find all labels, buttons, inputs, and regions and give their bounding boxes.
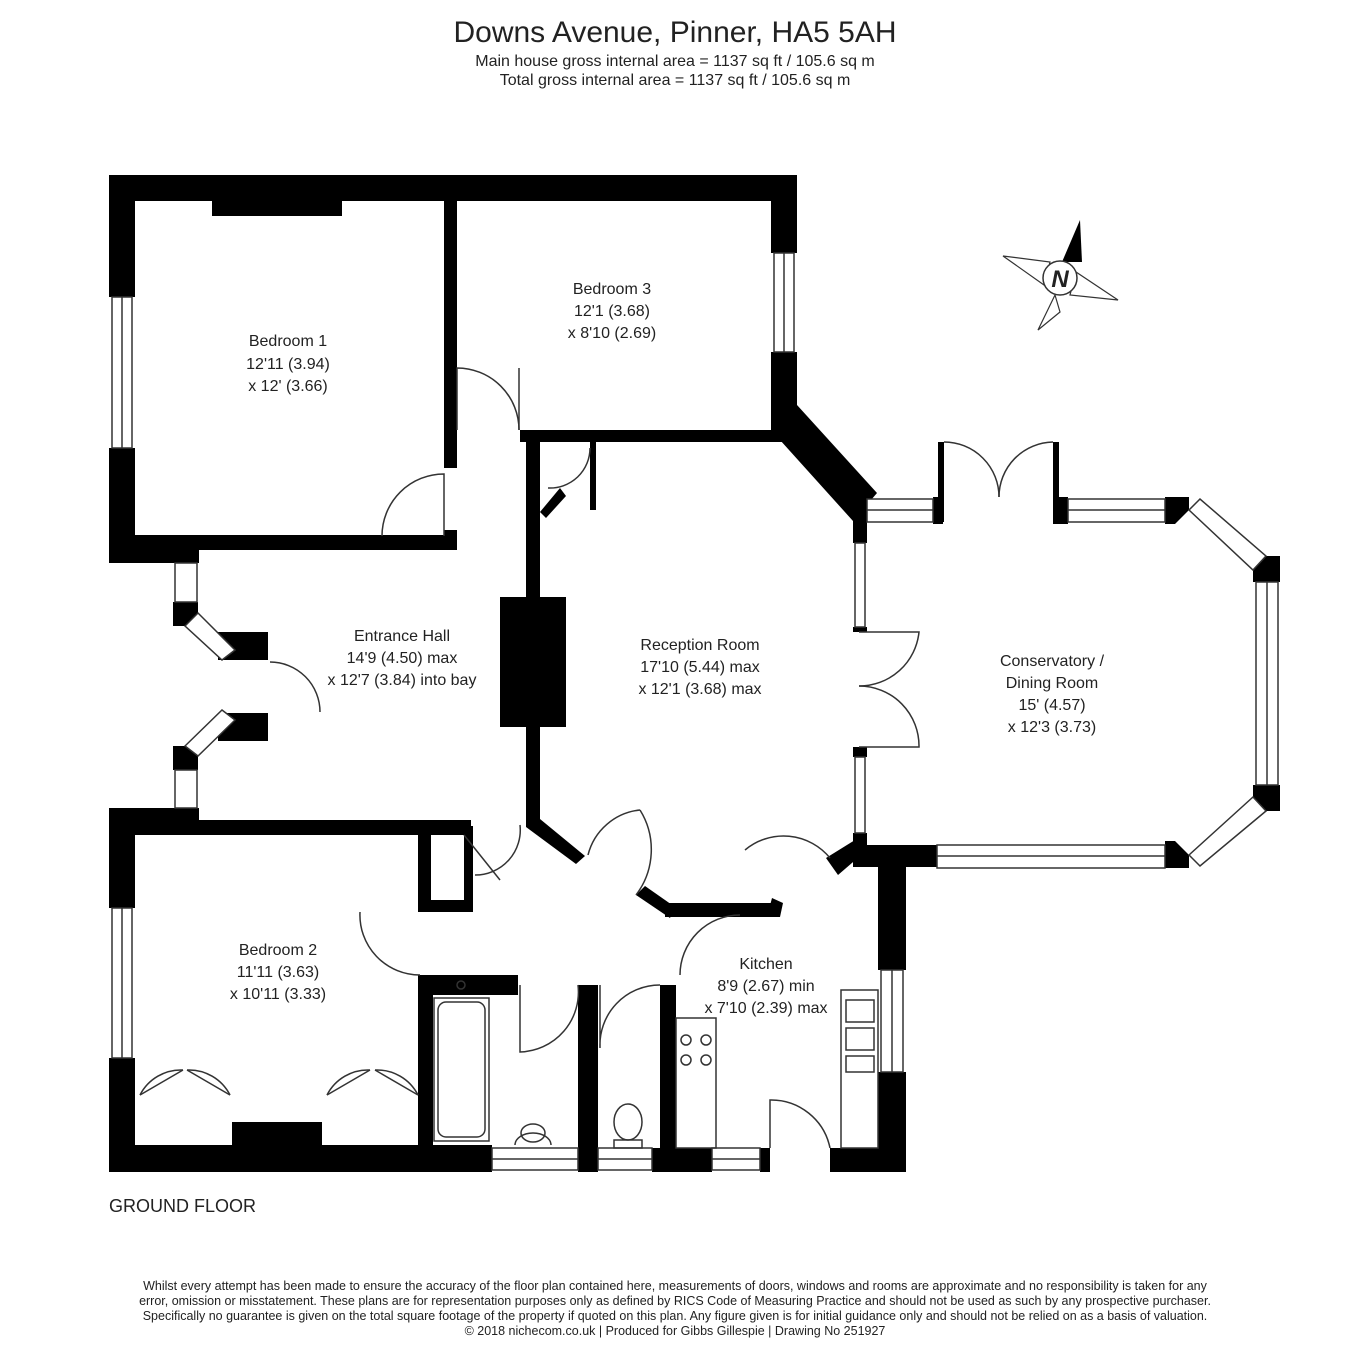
compass-label: N bbox=[1051, 266, 1069, 293]
compass-south-point bbox=[1037, 293, 1061, 331]
disclaimer-footer: Whilst every attempt has been made to en… bbox=[0, 1279, 1350, 1339]
disclaimer-line-1: Whilst every attempt has been made to en… bbox=[143, 1279, 1207, 1293]
plan-header: Downs Avenue, Pinner, HA5 5AH Main house… bbox=[0, 14, 1350, 90]
bedroom1-label: Bedroom 1 12'11 (3.94) x 12' (3.66) bbox=[246, 333, 330, 395]
reception-name: Reception Room bbox=[640, 637, 759, 654]
basin bbox=[514, 1132, 552, 1146]
walls bbox=[109, 175, 1280, 1172]
fixtures bbox=[433, 980, 879, 1149]
bath-tap bbox=[456, 980, 466, 990]
conservatory-label: Conservatory / Dining Room 15' (4.57) x … bbox=[1000, 653, 1105, 736]
bedroom3-dim2: x 8'10 (2.69) bbox=[568, 325, 656, 342]
reception-dim2: x 12'1 (3.68) max bbox=[638, 681, 761, 698]
kitchen-label: Kitchen 8'9 (2.67) min x 7'10 (2.39) max bbox=[704, 956, 827, 1017]
sink-unit bbox=[840, 989, 879, 1149]
hob-burner bbox=[680, 1034, 692, 1046]
disclaimer-line-2: error, omission or misstatement. These p… bbox=[139, 1294, 1211, 1308]
reception-label: Reception Room 17'10 (5.44) max x 12'1 (… bbox=[638, 637, 761, 698]
bedroom1-dim2: x 12' (3.66) bbox=[248, 378, 328, 395]
plan-title: Downs Avenue, Pinner, HA5 5AH bbox=[453, 16, 897, 49]
bedroom2-name: Bedroom 2 bbox=[239, 942, 317, 959]
entrance-hall-dim2: x 12'7 (3.84) into bay bbox=[328, 672, 477, 689]
kitchen-dim2: x 7'10 (2.39) max bbox=[704, 1000, 827, 1017]
bedroom1-name: Bedroom 1 bbox=[249, 333, 327, 350]
windows bbox=[111, 252, 1279, 1171]
conservatory-name2: Dining Room bbox=[1006, 675, 1098, 692]
bedroom1-dim1: 12'11 (3.94) bbox=[246, 356, 330, 373]
compass-ring bbox=[1042, 260, 1078, 296]
room-labels: Bedroom 1 12'11 (3.94) x 12' (3.66) Bedr… bbox=[230, 281, 1105, 1017]
conservatory-dim2: x 12'3 (3.73) bbox=[1008, 719, 1096, 736]
bedroom2-dim1: 11'11 (3.63) bbox=[237, 964, 320, 981]
disclaimer-line-3: Specifically no guarantee is given on th… bbox=[142, 1309, 1208, 1323]
conservatory-name1: Conservatory / bbox=[1000, 653, 1105, 670]
bedroom3-name: Bedroom 3 bbox=[573, 281, 651, 298]
entrance-hall-name: Entrance Hall bbox=[354, 628, 450, 645]
bedroom3-dim1: 12'1 (3.68) bbox=[574, 303, 650, 320]
kitchen-name: Kitchen bbox=[739, 956, 792, 973]
bedroom2-label: Bedroom 2 11'11 (3.63) x 10'11 (3.33) bbox=[230, 942, 326, 1003]
copyright-line: © 2018 nichecom.co.uk | Produced for Gib… bbox=[464, 1324, 886, 1338]
total-area-text: Total gross internal area = 1137 sq ft /… bbox=[499, 72, 851, 89]
entrance-hall-label: Entrance Hall 14'9 (4.50) max x 12'7 (3.… bbox=[328, 628, 477, 689]
bath bbox=[433, 997, 490, 1142]
floor-label: GROUND FLOOR bbox=[109, 1196, 257, 1216]
entrance-hall-dim1: 14'9 (4.50) max bbox=[347, 650, 458, 667]
kitchen-counter bbox=[675, 1017, 717, 1149]
compass-north-point bbox=[1062, 220, 1082, 262]
bedroom3-label: Bedroom 3 12'1 (3.68) x 8'10 (2.69) bbox=[568, 281, 656, 342]
compass: N bbox=[1002, 220, 1119, 331]
doors bbox=[139, 367, 1054, 1149]
bedroom2-dim2: x 10'11 (3.33) bbox=[230, 986, 326, 1003]
toilet bbox=[613, 1103, 643, 1141]
main-area-text: Main house gross internal area = 1137 sq… bbox=[475, 53, 875, 70]
kitchen-dim1: 8'9 (2.67) min bbox=[717, 978, 814, 995]
conservatory-dim1: 15' (4.57) bbox=[1018, 697, 1085, 714]
reception-dim1: 17'10 (5.44) max bbox=[640, 659, 760, 676]
